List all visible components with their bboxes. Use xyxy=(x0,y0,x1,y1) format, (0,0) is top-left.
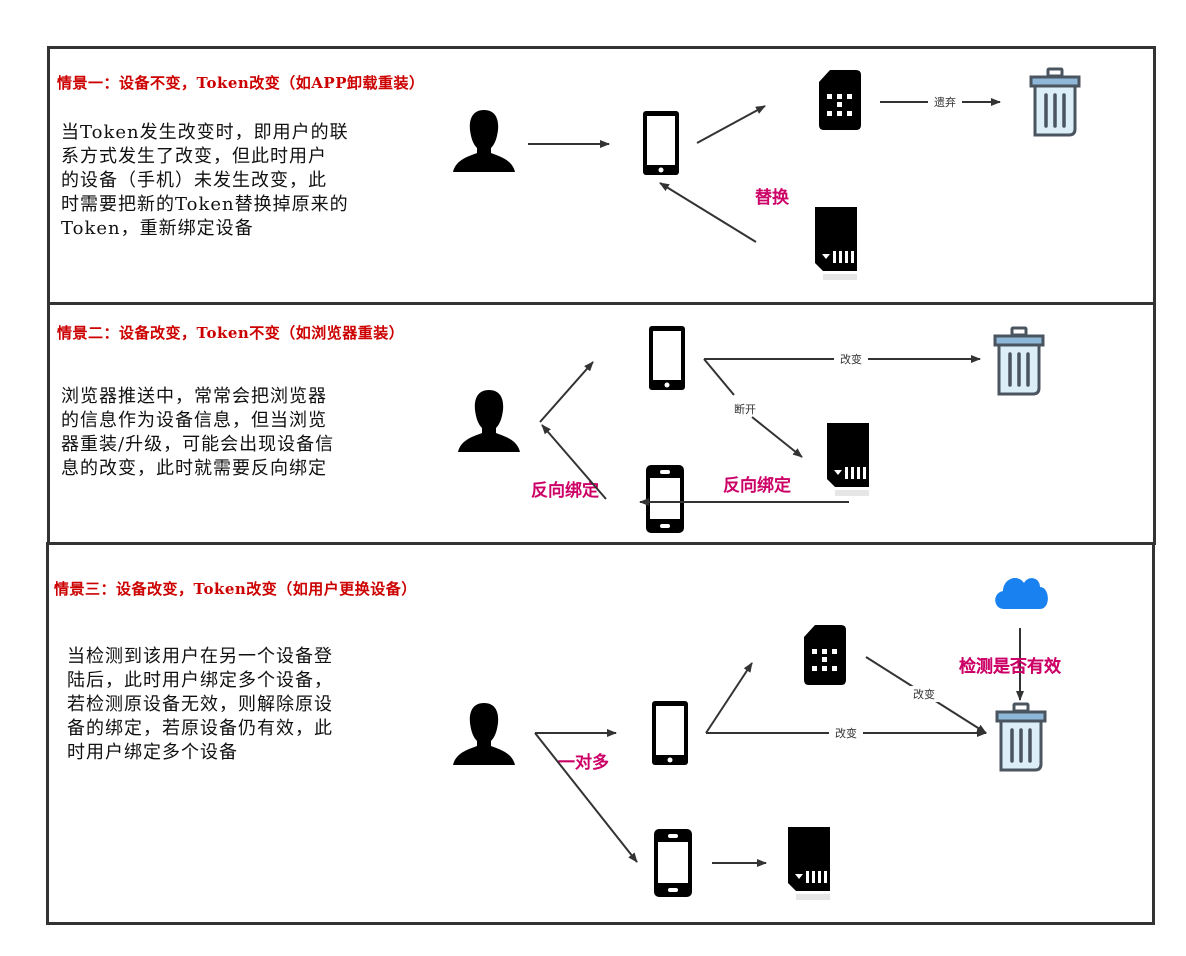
phone-to-sim-arrow xyxy=(696,105,766,144)
scenario-2-description: 浏览器推送中，常常会把浏览器 的信息作为设备信息，但当浏览 器重装/升级，可能会… xyxy=(61,385,334,481)
check-valid-label-overlay: 检测是否有效 xyxy=(959,657,1061,677)
sd-card-icon xyxy=(788,827,830,900)
phone-alt-icon xyxy=(654,829,692,897)
phone-icon xyxy=(652,701,688,765)
cloud-icon xyxy=(995,577,1048,609)
scenario-1-title: 情景一：设备不变，Token改变（如APP卸载重装） xyxy=(57,74,425,92)
sd-to-phone-arrow xyxy=(659,182,757,243)
scenario-3-title: 情景三：设备改变，Token改变（如用户更换设备） xyxy=(54,580,417,598)
phone-icon xyxy=(643,111,679,175)
description-line: 浏览器推送中，常常会把浏览器 xyxy=(61,386,327,407)
user-icon xyxy=(453,110,515,172)
reverse-bind-right-label: 反向绑定 xyxy=(723,476,791,496)
phone-alt-icon xyxy=(646,465,684,533)
change-sim-label: 改变 xyxy=(913,687,935,701)
phone-to-sim-arrow xyxy=(705,662,753,734)
trash-icon xyxy=(993,326,1045,396)
phone-to-sd-arrow-b xyxy=(751,416,803,458)
change-label: 改变 xyxy=(840,352,862,366)
sd-card-icon xyxy=(827,423,869,496)
sim-card-icon xyxy=(819,70,861,130)
description-line: 的信息作为设备信息，但当浏览 xyxy=(61,410,327,431)
description-line: 备的绑定，若原设备仍有效，此 xyxy=(67,718,333,739)
reverse-bind-left-label: 反向绑定 xyxy=(531,481,599,501)
replace-label: 替换 xyxy=(755,188,789,208)
phone-to-sd-arrow-a xyxy=(703,358,735,396)
user-to-phone-arrow xyxy=(539,361,594,423)
description-line: 若检测原设备无效，则解除原设 xyxy=(67,694,333,715)
description-line: 系方式发生了改变，但此时用户 xyxy=(61,146,327,167)
user-icon xyxy=(458,390,520,452)
description-line: 时用户绑定多个设备 xyxy=(67,742,238,763)
description-line: 息的改变，此时就需要反向绑定 xyxy=(61,458,327,479)
disconnect-label: 断开 xyxy=(734,402,756,416)
user-to-phone-alt-arrow xyxy=(534,732,638,863)
scenario-2-panel xyxy=(47,302,1156,545)
sd-card-icon xyxy=(815,207,857,280)
scenario-1-description: 当Token发生改变时，即用户的联 系方式发生了改变，但此时用户 的设备（手机）… xyxy=(61,121,349,241)
discard-label: 遗弃 xyxy=(934,95,956,109)
description-line: 器重装/升级，可能会出现设备信 xyxy=(61,434,335,455)
scenario-3-description: 当检测到该用户在另一个设备登 陆后，此时用户绑定多个设备， 若检测原设备无效，则… xyxy=(67,645,333,765)
description-line: 当Token发生改变时，即用户的联 xyxy=(61,122,349,143)
sim-card-icon xyxy=(804,625,846,685)
trash-icon xyxy=(995,702,1047,772)
phone-alt-to-user-arrow xyxy=(541,424,607,500)
check-valid-label: 检测是否有效 xyxy=(959,657,1061,677)
description-line: 的设备（手机）未发生改变，此 xyxy=(61,170,327,191)
user-icon xyxy=(453,703,515,765)
scenario-1-panel xyxy=(47,46,1156,305)
one-to-many-label: 一对多 xyxy=(558,753,609,773)
description-line: 时需要把新的Token替换掉原来的 xyxy=(61,194,349,215)
description-line: 当检测到该用户在另一个设备登 xyxy=(67,646,333,667)
description-line: Token，重新绑定设备 xyxy=(61,218,254,239)
phone-icon xyxy=(649,326,685,390)
description-line: 陆后，此时用户绑定多个设备， xyxy=(67,670,333,691)
change-phone-label: 改变 xyxy=(835,726,857,740)
scenario-2-title: 情景二：设备改变，Token不变（如浏览器重装） xyxy=(57,324,405,342)
trash-icon xyxy=(1029,67,1081,137)
